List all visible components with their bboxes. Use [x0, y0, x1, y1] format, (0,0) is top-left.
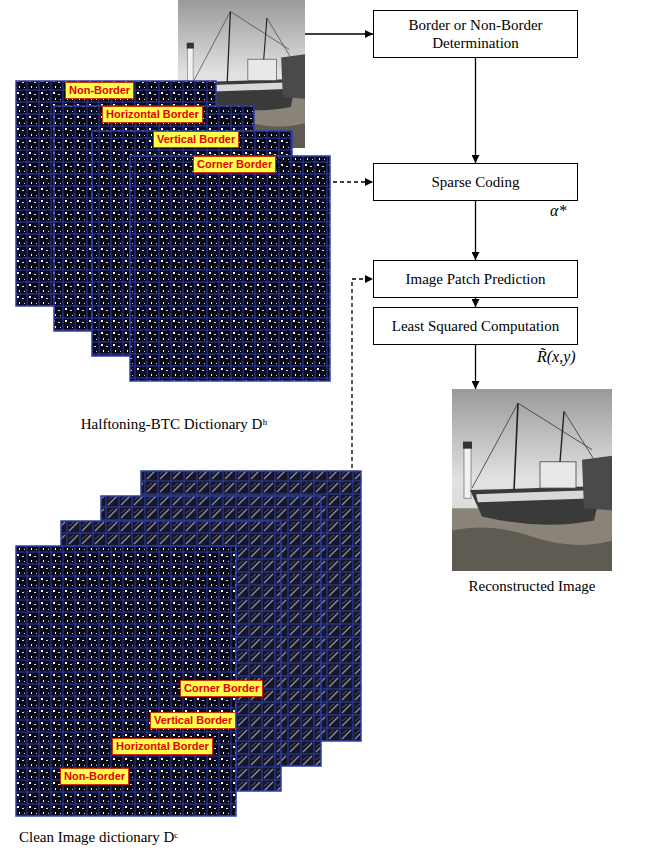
dashed-arrow — [333, 181, 373, 182]
dictionary-tag: Corner Border — [193, 156, 276, 173]
reconstructed-photo — [452, 389, 612, 571]
halftoning-dictionary-stack — [15, 78, 333, 388]
dictionary-tag: Horizontal Border — [102, 106, 203, 123]
box-text: Sparse Coding — [432, 173, 520, 191]
box-text: Border or Non-Border Determination — [382, 16, 569, 52]
image-node: Reconstructed Image — [452, 389, 612, 595]
photo-scene — [452, 389, 612, 571]
tag-text: Non-Border — [64, 769, 125, 784]
box-text: Least Squared Computation — [392, 317, 559, 335]
flow-arrow — [475, 345, 476, 389]
flow-arrow — [305, 33, 373, 34]
tag-text: Corner Border — [197, 157, 272, 172]
dictionary-layer — [130, 156, 330, 381]
box-text: Image Patch Prediction — [406, 270, 546, 288]
tag-text: Vertical Border — [157, 132, 235, 147]
dictionary-tag: Horizontal Border — [112, 738, 213, 755]
caption-text: Clean Image dictionary Dᶜ — [19, 828, 363, 846]
process-box: Border or Non-Border Determination — [373, 10, 578, 58]
dictionary-tag: Vertical Border — [150, 712, 236, 729]
coefficient-label: α* — [550, 202, 566, 220]
dictionary-tag: Non-Border — [65, 82, 134, 99]
dictionary-node: Clean Image dictionary Dᶜ Corner BorderVe… — [15, 468, 363, 846]
dictionary-tag: Vertical Border — [153, 131, 239, 148]
dictionary-tag: Non-Border — [60, 768, 129, 785]
tag-text: Horizontal Border — [116, 739, 209, 754]
tag-text: Horizontal Border — [106, 107, 199, 122]
caption-text: Halftoning-BTC Dictionary Dʰ — [15, 415, 333, 433]
output-label: R̃(x,y) — [537, 348, 576, 366]
caption-text: Reconstructed Image — [452, 577, 612, 595]
tag-text: Vertical Border — [154, 713, 232, 728]
flow-arrow — [475, 58, 476, 163]
process-box: Image Patch Prediction — [373, 260, 578, 298]
dashed-arrow — [352, 279, 373, 468]
tag-text: Corner Border — [184, 681, 259, 696]
tag-text: Non-Border — [69, 83, 130, 98]
dictionary-tag: Corner Border — [180, 680, 263, 697]
dictionary-node: Halftoning-BTC Dictionary Dʰ Non-BorderHo… — [15, 78, 333, 433]
process-box: Sparse Coding — [373, 163, 578, 201]
flow-arrow — [475, 201, 476, 260]
flow-arrow — [475, 298, 476, 307]
process-box: Least Squared Computation — [373, 307, 578, 345]
clean-dictionary-stack — [15, 468, 363, 818]
